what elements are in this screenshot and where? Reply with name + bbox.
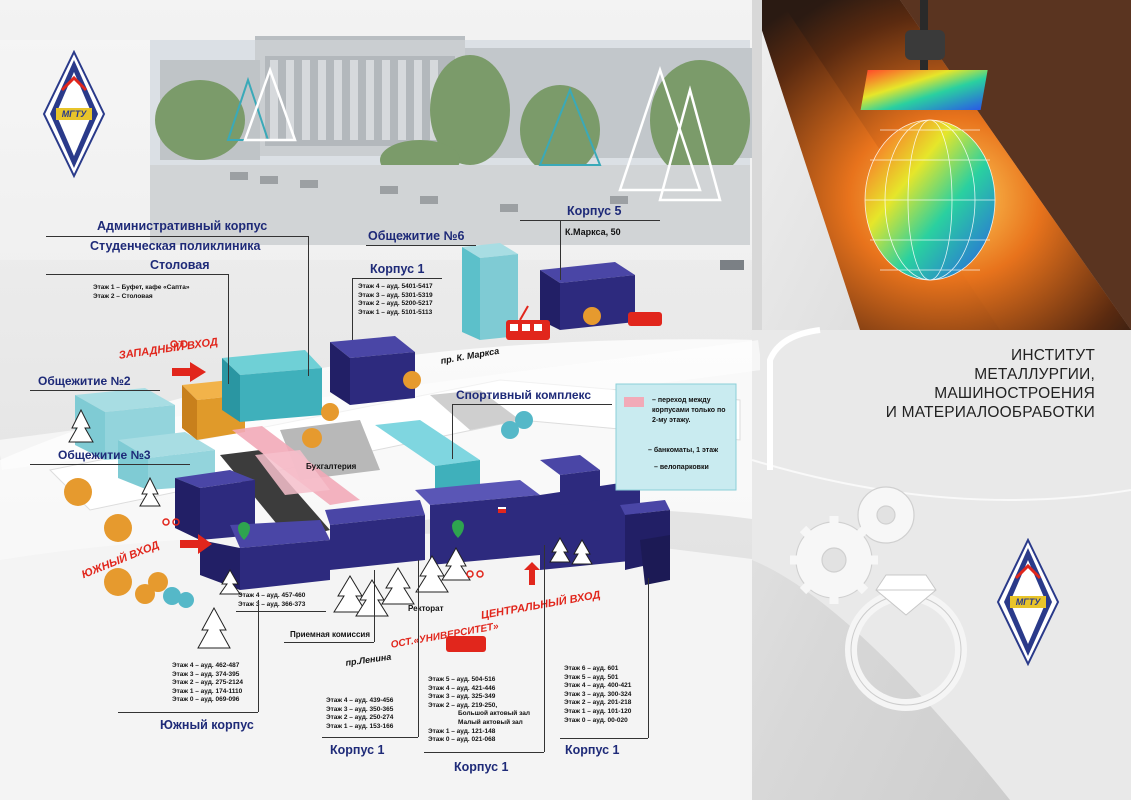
bicycle-icon — [162, 340, 644, 578]
accounting-label: Бухгалтерия — [306, 462, 357, 471]
admin-building — [222, 350, 322, 422]
korpus1-top-label: Корпус 1 — [370, 262, 425, 276]
title-line-4: И МАТЕРИАЛООБРАБОТКИ — [885, 404, 1095, 421]
title-line-1: ИНСТИТУТ — [1010, 347, 1095, 364]
korpus1-b-label: Корпус 1 — [454, 760, 509, 774]
legend-transition: – переход между корпусами только по 2-му… — [652, 397, 726, 424]
mgtu-logo-top: МГТУ — [42, 50, 106, 179]
korpus1-a-label: Корпус 1 — [330, 743, 385, 757]
title-line-3: МАШИНОСТРОЕНИЯ — [934, 385, 1095, 402]
dorm6-label: Общежитие №6 — [368, 229, 465, 243]
korpus5-address: К.Маркса, 50 — [565, 227, 621, 237]
legend-atm: – банкоматы, 1 этаж — [648, 447, 719, 454]
gear-ring-illustration — [790, 486, 967, 711]
institute-title: ИНСТИТУТ МЕТАЛЛУРГИИ, МАШИНОСТРОЕНИЯ И М… — [886, 346, 1095, 422]
canteen-floors: Этаж 1 – Буфет, кафе «Сапта» Этаж 2 – Ст… — [93, 284, 190, 300]
south-building-label: Южный корпус — [160, 718, 254, 732]
pine-tree-icons — [68, 408, 593, 649]
dorm2-label: Общежитие №2 — [38, 374, 131, 388]
korpus5-building — [540, 262, 635, 330]
rectorate-label: Ректорат — [408, 604, 444, 613]
korpus1-top-floors: Этаж 4 – ауд. 5401-5417 Этаж 3 – ауд. 53… — [358, 283, 433, 316]
korpus1-top-building — [330, 336, 415, 405]
dorm3-label: Общежитие №3 — [58, 448, 151, 462]
mgtu-logo-right: МГТУ — [996, 538, 1060, 667]
diamond-ring-icon — [845, 574, 967, 711]
ladle-illustration — [860, 70, 996, 281]
logo-text-right: МГТУ — [1016, 597, 1042, 607]
tree-icon — [64, 307, 601, 604]
admin-building-label: Административный корпус — [97, 219, 268, 233]
arrow-icon — [172, 362, 540, 585]
legend-bike: – велопарковки — [654, 464, 709, 471]
dorm6-building — [462, 243, 518, 340]
polyclinic-label: Студенческая поликлиника — [90, 239, 261, 253]
tram-icon — [506, 305, 550, 340]
south-wing-floors: Этаж 4 – ауд. 457-460 Этаж 3 – ауд. 366-… — [238, 592, 306, 608]
gear-icon — [795, 486, 915, 599]
sport-complex-label: Спортивный комплекс — [456, 388, 592, 402]
korpus1-c-floors: Этаж 6 – ауд. 601 Этаж 5 – ауд. 501 Этаж… — [564, 665, 632, 724]
campus-map-drawing — [0, 66, 760, 652]
south-building-floors: Этаж 4 – ауд. 462-487 Этаж 3 – ауд. 374-… — [172, 662, 243, 704]
admissions-label: Приемная комиссия — [290, 630, 370, 639]
korpus5-label: Корпус 5 — [567, 204, 622, 218]
korpus1-a-floors: Этаж 4 – ауд. 439-456 Этаж 3 – ауд. 350-… — [326, 697, 394, 730]
title-line-2: МЕТАЛЛУРГИИ, — [974, 366, 1095, 383]
logo-text-top: МГТУ — [62, 109, 88, 119]
bus-icon — [446, 312, 662, 652]
korpus1-b-floors: Этаж 5 – ауд. 504-516 Этаж 4 – ауд. 421-… — [428, 676, 530, 744]
canteen-label: Столовая — [150, 258, 210, 272]
korpus1-c-label: Корпус 1 — [565, 743, 620, 757]
